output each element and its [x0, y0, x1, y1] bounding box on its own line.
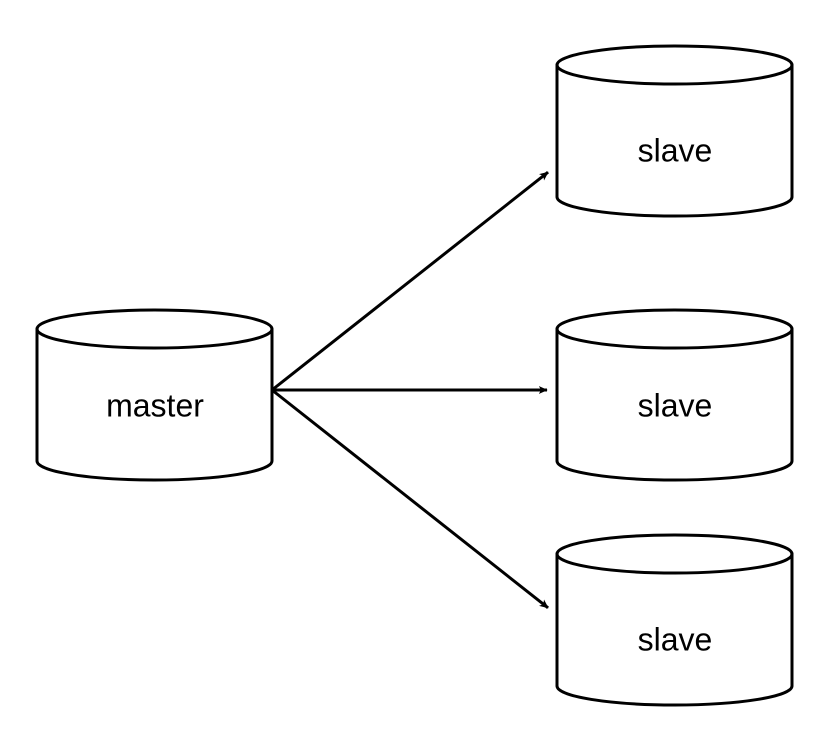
database-cylinder-lid-icon	[555, 327, 794, 350]
database-cylinder-icon	[555, 308, 794, 482]
edge-group	[271, 171, 549, 609]
database-cylinder-icon	[555, 533, 794, 707]
database-cylinder-lid-icon	[555, 552, 794, 575]
edge-master-to-slave-1[interactable]	[271, 171, 549, 392]
node-slave-1[interactable]: slave	[555, 44, 794, 218]
database-cylinder-lid-icon	[555, 63, 794, 86]
edge-master-to-slave-3[interactable]	[271, 388, 549, 609]
database-cylinder-lid-icon	[35, 327, 274, 350]
database-cylinder-icon	[35, 308, 274, 482]
node-slave-1-label: slave	[638, 132, 713, 168]
node-master[interactable]: master	[35, 308, 274, 482]
node-slave-3[interactable]: slave	[555, 533, 794, 707]
node-master-label: master	[106, 387, 204, 423]
node-slave-2[interactable]: slave	[555, 308, 794, 482]
node-slave-2-label: slave	[638, 387, 713, 423]
node-slave-3-label: slave	[638, 621, 713, 657]
database-cylinder-icon	[555, 44, 794, 218]
